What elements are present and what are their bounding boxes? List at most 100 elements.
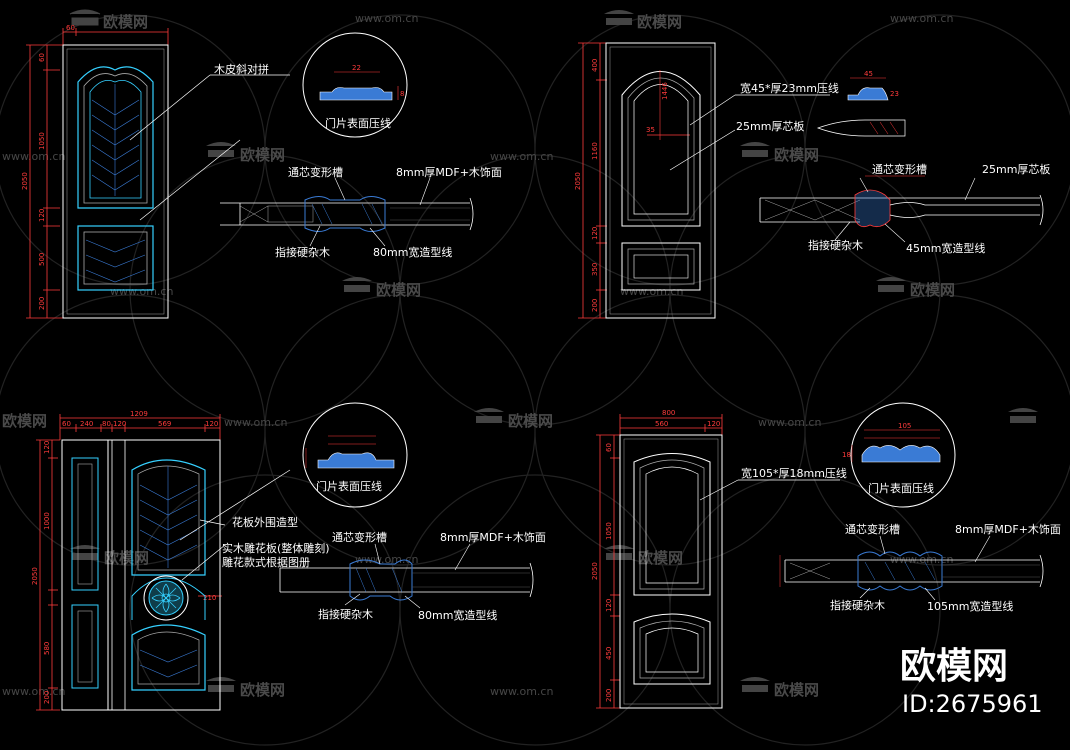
sofa-icon: [206, 142, 236, 157]
door-1-section: [220, 177, 474, 247]
door-2-upper-panel-core: [633, 84, 689, 215]
door-4-section: [779, 535, 1044, 601]
door-3-label-molding: 80mm宽造型线: [418, 608, 497, 622]
door-1-label-molding: 80mm宽造型线: [373, 245, 452, 259]
watermark-url: www.om.cn: [490, 150, 553, 163]
watermark-url: www.om.cn: [758, 416, 821, 429]
watermark-logo: 欧模网: [69, 9, 148, 31]
door-2-dim-top: 400: [591, 59, 599, 72]
door-2-label-core-board-2: 25mm厚芯板: [982, 162, 1050, 176]
model-id: ID:2675961: [902, 690, 1043, 718]
door-4-outline: [619, 434, 723, 709]
watermark-logos: 欧模网 欧模网 欧模网 欧模网 欧模网 欧模网 欧模网 欧模网 欧模网 欧模网 …: [2, 9, 1038, 699]
door-4-dim-bottom: 200: [605, 689, 613, 702]
door-3-narrow-upper-panel: [71, 457, 99, 591]
door-3-herringbone-upper: [139, 466, 198, 568]
watermark-url: www.om.cn: [890, 12, 953, 25]
door-4-detail-profile: [861, 445, 941, 463]
door-2-label-core-board: 25mm厚芯板: [736, 119, 804, 133]
sofa-icon: [69, 9, 101, 26]
sofa-icon: [604, 545, 634, 560]
door-3-main-leaf: [107, 439, 221, 711]
watermark-logo-text: 欧模网: [638, 549, 683, 567]
watermark-logo: 欧模网: [876, 277, 955, 299]
door-1-detail-dim-height: 8: [400, 90, 404, 98]
door-4-upper-panel-inner: [639, 459, 705, 590]
door-2-leaders: [669, 94, 830, 171]
door-3-dim-side: 210: [203, 594, 216, 602]
door-3-label-mdf: 8mm厚MDF+木饰面: [440, 530, 546, 544]
watermark-url: www.om.cn: [2, 150, 65, 163]
door-4-dim-upper: 1050: [605, 522, 613, 540]
door-2-dim-bottom: 200: [591, 299, 599, 312]
watermark-logo-text: 欧模网: [103, 13, 148, 31]
door-3-dim-5: 569: [158, 420, 171, 428]
watermark-logo-text: 欧模网: [376, 281, 421, 299]
door-2-dim-upper: 1160: [591, 142, 599, 160]
door-3-label-surface-line: 门片表面压线: [316, 479, 382, 493]
door-3-dim-lower: 580: [43, 642, 51, 655]
door-4-dim-total-width: 800: [662, 409, 675, 417]
door-1-detail-dim-width: 22: [352, 64, 361, 72]
door-1-lower-panel: [77, 225, 154, 291]
sofa-icon: [876, 277, 906, 292]
door-4-dim-inner-width: 560: [655, 420, 668, 428]
sofa-icon: [206, 677, 236, 692]
door-2-drawing: 2050 400 1160 120 350 200 1446 35 宽45*厚2…: [574, 42, 1050, 319]
sofa-icon: [474, 408, 504, 423]
watermark-logo-text: 欧模网: [774, 146, 819, 164]
door-3-main-lower-panel-inner: [137, 631, 200, 685]
watermark-url: www.om.cn: [620, 285, 683, 298]
door-4-detail-dim-width: 105: [898, 422, 911, 430]
watermark-url: www.om.cn: [110, 285, 173, 298]
watermark-logo: 欧模网: [604, 10, 682, 31]
door-3-herringbone-lower: [139, 649, 198, 678]
door-2-lower-panel: [621, 242, 701, 291]
door-3-narrow-lower-core: [77, 610, 93, 683]
door-1-dim-stile: 60: [66, 24, 75, 32]
watermark-url: www.om.cn: [355, 553, 418, 566]
watermark-logo: 欧模网: [604, 545, 683, 567]
door-3-detail-circle: [302, 402, 408, 508]
door-1-herringbone-lower: [85, 239, 146, 283]
door-4-lower-panel-inner: [639, 620, 705, 679]
door-1-herringbone-upper: [91, 84, 140, 196]
door-3-narrow-upper-core: [77, 463, 93, 585]
watermark-url: www.om.cn: [890, 553, 953, 566]
flower-carving-icon: [151, 583, 181, 613]
door-1-dim-rail: 120: [38, 209, 46, 222]
door-1-upper-panel: [77, 66, 154, 209]
door-3-leaders: [179, 469, 291, 581]
door-3-label-outer-shape: 花板外围造型: [232, 515, 298, 529]
door-1-detail-dims: [334, 71, 399, 100]
door-3-label-carved-note: 雕花款式根据图册: [222, 555, 310, 569]
door-1-label-surface-line: 门片表面压线: [325, 116, 391, 130]
door-1-dim-upper: 1050: [38, 132, 46, 150]
door-1-upper-panel-core: [89, 79, 142, 199]
door-4-dim-rail: 120: [605, 599, 613, 612]
door-4-drawing: 800 560 120 2050 60 1050 120 450 200 宽10…: [591, 402, 1061, 709]
door-3-dim-6: 120: [205, 420, 218, 428]
door-3-dim-2: 240: [80, 420, 93, 428]
door-2-press-dim-height: 23: [890, 90, 899, 98]
door-3-dim-3: 80: [102, 420, 111, 428]
watermark-urls: www.om.cn www.om.cn www.om.cn www.om.cn …: [2, 12, 953, 698]
watermark-logo: 欧模网: [740, 142, 819, 164]
door-4-label-press-line: 宽105*厚18mm压线: [741, 466, 847, 480]
watermark-logo-text: 欧模网: [2, 412, 47, 430]
door-2-inner-dim-height: 1446: [661, 82, 669, 100]
door-3-dim-4: 120: [113, 420, 126, 428]
door-2-dim-rail: 120: [591, 227, 599, 240]
watermark-logo: 欧模网: [342, 277, 421, 299]
door-3-drawing: 1209 60 240 80 120 569 120 2050 120 1000…: [31, 402, 546, 711]
door-1-label-veneer: 木皮斜对拼: [214, 62, 269, 76]
watermark-logo-text: 欧模网: [910, 281, 955, 299]
door-3-dim-bottom: 200: [43, 691, 51, 704]
sofa-icon: [740, 142, 770, 157]
door-4-dim-stile: 120: [707, 420, 720, 428]
door-4-dim-total: 2050: [591, 562, 599, 580]
door-2-lower-panel-core: [633, 254, 689, 279]
door-4-leaders: [699, 479, 840, 501]
watermark-url: www.om.cn: [490, 685, 553, 698]
door-2-lower-panel-inner: [627, 248, 695, 285]
